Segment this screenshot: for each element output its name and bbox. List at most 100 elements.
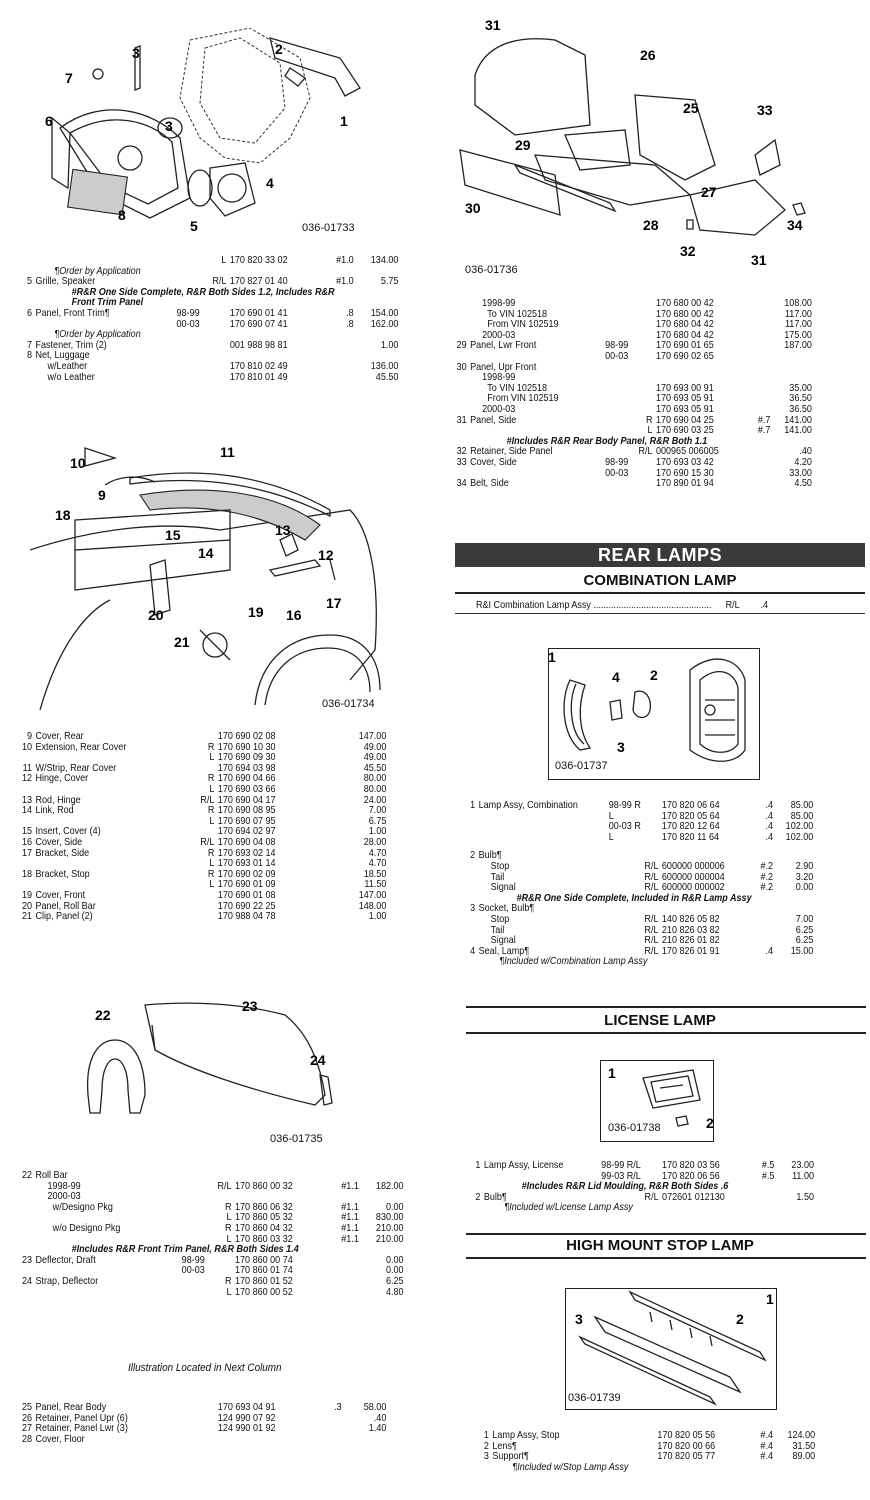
figure-id: 036-01738 xyxy=(608,1122,661,1134)
part-number-ref xyxy=(455,425,470,436)
labor-time xyxy=(324,340,353,351)
price xyxy=(770,362,811,373)
part-description: Cover, Rear xyxy=(35,730,84,742)
price: 6.25 xyxy=(795,923,814,936)
figure-036-01734: 10 11 9 18 15 13 14 12 20 19 16 17 21 xyxy=(30,444,381,710)
part-description: 1998-99 xyxy=(482,371,516,384)
side: R xyxy=(207,740,215,753)
price: 24.00 xyxy=(363,793,387,806)
part-description: Link, Rod xyxy=(35,804,74,817)
part-number: 170 860 06 32 xyxy=(235,1200,293,1213)
side: R xyxy=(207,867,215,880)
part-number: 600000 000002 xyxy=(661,881,725,894)
callout-1: 1 xyxy=(340,113,348,129)
part-number: 170 690 07 41 xyxy=(229,317,288,330)
part-description: Seal, Lamp¶ xyxy=(478,944,530,957)
part-number-ref: 16 xyxy=(21,835,33,848)
part-number: 170 690 01 08 xyxy=(217,888,276,901)
part-number: 170 820 06 56 xyxy=(662,1169,720,1182)
side xyxy=(635,468,656,479)
figure-036-01738: 1 2 xyxy=(608,1065,714,1131)
labor-time xyxy=(312,848,341,859)
ri-combination-line: R&I Combination Lamp Assy ..............… xyxy=(476,599,768,611)
part-number: 170 860 00 32 xyxy=(235,1179,293,1192)
part-number-ref: 22 xyxy=(21,1169,33,1181)
side xyxy=(635,298,656,309)
part-description: Panel, Lwr Front xyxy=(470,339,537,352)
part-number: 170 826 01 91 xyxy=(661,944,720,957)
part-description: Retainer, Panel Lwr (3) xyxy=(35,1422,128,1435)
labor-time xyxy=(744,468,770,479)
part-description xyxy=(479,821,609,832)
part-number: 170 690 01 41 xyxy=(229,306,288,319)
price: 117.00 xyxy=(784,318,812,331)
labor-time xyxy=(312,752,341,763)
price xyxy=(359,1170,404,1181)
side xyxy=(195,901,217,912)
part-description: Roll Bar xyxy=(35,1169,68,1181)
labor-time: .8 xyxy=(346,317,354,330)
section-rule xyxy=(466,1032,866,1034)
callout-2: 2 xyxy=(275,41,283,57)
part-number-ref xyxy=(20,1212,35,1223)
part-description xyxy=(479,811,609,822)
part-description: 2000-03 xyxy=(482,328,516,341)
part-number: 170 810 02 49 xyxy=(229,359,288,372)
callout-12: 12 xyxy=(318,547,334,563)
part-number-ref xyxy=(465,872,479,883)
figure-id: 036-01734 xyxy=(322,698,375,710)
model-years xyxy=(164,795,195,806)
part-description: To VIN 102518 xyxy=(487,307,548,320)
labor-time: #.7 xyxy=(757,413,771,426)
part-number-ref xyxy=(20,1181,35,1192)
part-number-ref xyxy=(455,309,470,320)
model-years xyxy=(609,872,641,883)
section-title-license-lamp: LICENSE LAMP xyxy=(604,1012,716,1029)
part-description: From VIN 102519 xyxy=(487,318,559,331)
model-years xyxy=(182,1170,213,1181)
part-number: 170 820 33 02 xyxy=(229,254,288,266)
figure-id: 036-01736 xyxy=(465,264,518,276)
part-description: Lens¶ xyxy=(492,1439,517,1452)
price: 162.00 xyxy=(370,317,399,330)
price: 33.00 xyxy=(789,466,812,479)
section-title-high-mount-stop-lamp: HIGH MOUNT STOP LAMP xyxy=(566,1237,754,1254)
part-number-ref: 31 xyxy=(456,413,467,426)
callout-20: 20 xyxy=(148,607,164,623)
callout-3a: 3 xyxy=(132,45,140,61)
labor-time xyxy=(744,457,770,468)
labor-time: #.4 xyxy=(760,1439,773,1452)
price: 3.20 xyxy=(795,870,814,883)
section-title-combination-lamp: COMBINATION LAMP xyxy=(583,572,737,589)
part-number: 124 990 01 92 xyxy=(217,1422,276,1435)
labor-time xyxy=(744,478,770,489)
part-number-ref: 7 xyxy=(27,338,33,351)
table-note: #Includes R&R Lid Moulding, R&R Both Sid… xyxy=(521,1180,729,1193)
part-description xyxy=(35,784,164,795)
part-description: Retainer, Side Panel xyxy=(470,445,553,458)
labor-time: #1.1 xyxy=(341,1232,359,1245)
side xyxy=(635,330,656,341)
callout-10: 10 xyxy=(70,455,86,471)
callout-18: 18 xyxy=(55,507,71,523)
price: 141.00 xyxy=(784,413,812,426)
part-number: 170 860 01 74 xyxy=(235,1264,293,1277)
part-number-ref: 1 xyxy=(475,1159,481,1171)
part-number: 001 988 98 81 xyxy=(229,338,288,351)
part-description: Panel, Rear Body xyxy=(35,1401,107,1413)
price: 175.00 xyxy=(784,328,812,341)
part-number: 170 693 05 91 xyxy=(655,392,714,405)
note-row: ¶Order by Application xyxy=(20,265,398,277)
side xyxy=(641,832,662,843)
